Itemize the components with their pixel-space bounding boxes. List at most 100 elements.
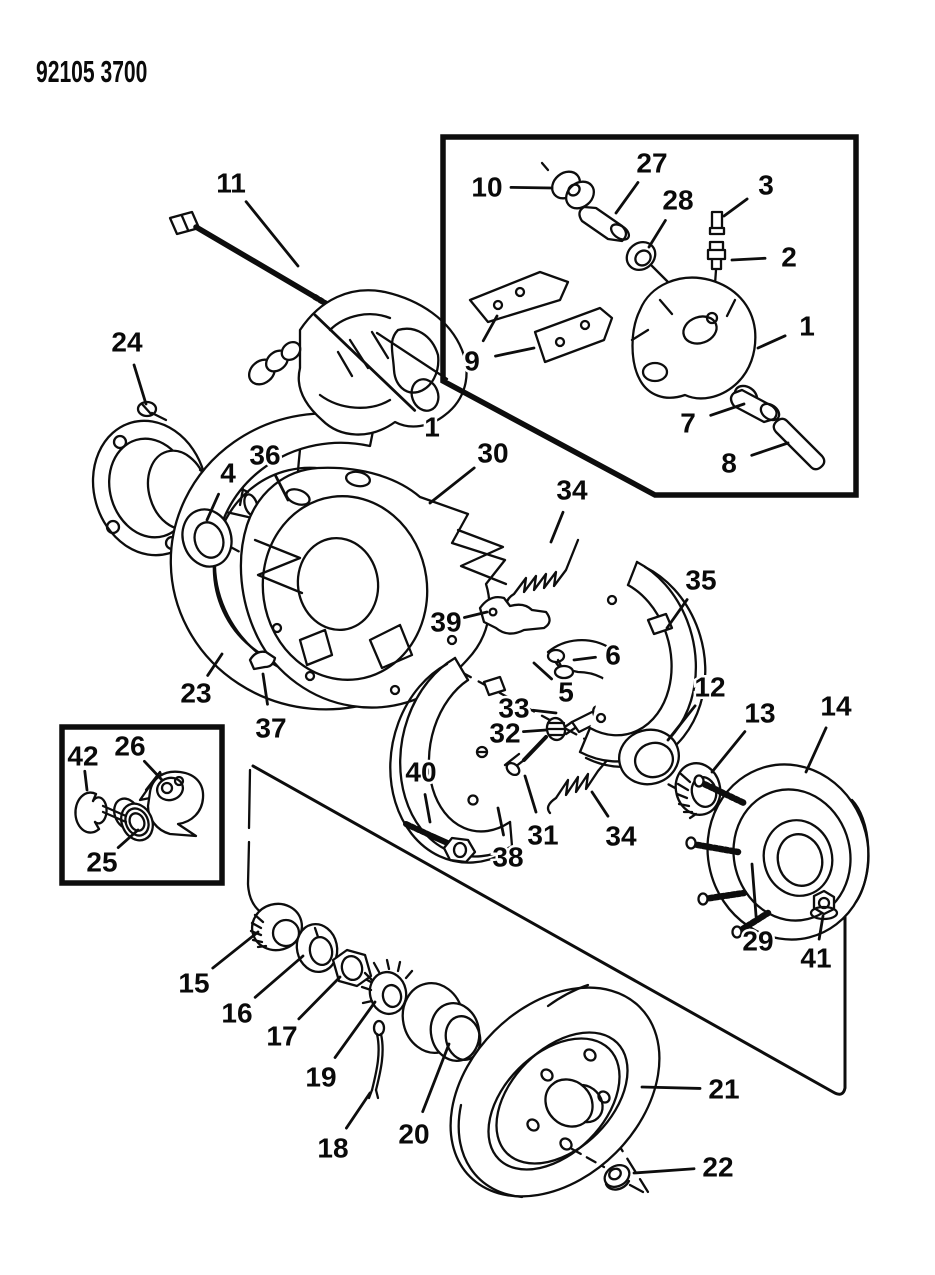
leader-line-32 (522, 728, 548, 734)
callout-23-25: 23 (180, 678, 211, 709)
leader-line-39 (463, 610, 489, 619)
callout-38-29: 38 (492, 842, 523, 873)
callout-10-3: 10 (471, 172, 502, 203)
callout-29-31: 29 (742, 926, 773, 957)
leader-line-16 (253, 954, 305, 999)
leader-line-9 (481, 314, 499, 343)
leader-line-3 (722, 197, 749, 218)
leader-line-34 (549, 510, 565, 544)
leader-line-9 (494, 346, 536, 358)
wheel-cylinder-inset (59, 724, 225, 886)
leader-line-18 (344, 1091, 372, 1130)
callout-1-2: 1 (424, 412, 440, 443)
callout-20-41: 20 (398, 1119, 429, 1150)
backing-plate-drawing (239, 466, 508, 709)
leader-line-11 (244, 200, 300, 268)
callout-17-38: 17 (266, 1021, 297, 1052)
callout-32-21: 32 (489, 718, 520, 749)
callout-41-32: 41 (800, 943, 831, 974)
leader-line-7 (709, 402, 746, 417)
callout-16-37: 16 (221, 998, 252, 1029)
leader-line-28 (647, 219, 667, 249)
callout-30-14: 30 (477, 438, 508, 469)
callout-18-40: 18 (317, 1133, 348, 1164)
callout-24-1: 24 (111, 327, 143, 358)
outer-bearing-hardware-drawing (249, 902, 482, 1100)
leader-line-10 (509, 185, 554, 190)
callout-34-15: 34 (556, 475, 588, 506)
caliper-assembly-drawing (136, 210, 468, 436)
part-number: 92105 3700 (36, 54, 148, 89)
callout-42-33: 42 (67, 741, 98, 772)
callout-35-16: 35 (685, 565, 716, 596)
callout-7-10: 7 (680, 408, 696, 439)
callout-39-17: 39 (430, 607, 461, 638)
leader-line-31 (523, 774, 538, 814)
callout-37-26: 37 (255, 713, 286, 744)
leader-line-24 (132, 363, 148, 406)
callout-5-19: 5 (558, 677, 574, 708)
callout-36-13: 36 (249, 440, 280, 471)
leader-line-25 (116, 828, 140, 849)
callout-6-18: 6 (605, 640, 621, 671)
callout-26-34: 26 (114, 731, 145, 762)
callout-14-24: 14 (820, 691, 852, 722)
leader-line-8 (750, 441, 790, 457)
leader-line-1 (756, 334, 787, 350)
leader-line-22 (632, 1167, 696, 1175)
leader-line-35 (665, 598, 689, 630)
leader-line-26 (142, 759, 164, 782)
leader-line-12 (666, 704, 697, 742)
hold-down-bolt-drawing (403, 821, 477, 864)
leader-line-14 (804, 726, 828, 774)
callout-12-22: 12 (694, 672, 725, 703)
caliper-detail-inset (440, 134, 859, 498)
callout-33-20: 33 (498, 693, 529, 724)
callout-40-27: 40 (405, 757, 436, 788)
leader-line-19 (333, 1000, 377, 1059)
callout-21-42: 21 (708, 1074, 739, 1105)
leader-line-4 (205, 492, 220, 522)
leader-line-37 (261, 672, 269, 706)
callout-9-9: 9 (464, 346, 480, 377)
leader-line-30 (428, 466, 476, 505)
leader-line-38 (496, 806, 505, 837)
hub-and-bearing-drawing (618, 728, 870, 941)
leader-line-15 (211, 930, 260, 970)
callout-31-28: 31 (527, 820, 558, 851)
leader-line-34 (590, 790, 610, 818)
leader-line-6 (572, 655, 597, 662)
leader-line-1 (313, 313, 417, 412)
callout-25-35: 25 (86, 847, 117, 878)
callout-13-23: 13 (744, 698, 775, 729)
leader-line-2 (730, 256, 767, 262)
leader-line-5 (532, 661, 553, 681)
callout-11-0: 11 (216, 168, 246, 199)
leader-line-40 (423, 793, 432, 824)
callout-2-7: 2 (781, 242, 797, 273)
callout-22-43: 22 (702, 1152, 733, 1183)
callout-28-5: 28 (662, 185, 693, 216)
leader-line-20 (421, 1042, 451, 1114)
rotor-drawing (449, 983, 661, 1199)
leader-line-33 (531, 708, 558, 715)
leader-line-29 (750, 862, 758, 919)
callout-34-30: 34 (605, 821, 637, 852)
callout-15-36: 15 (178, 968, 209, 999)
leader-line-42 (83, 769, 89, 792)
leader-line-41 (817, 914, 825, 941)
callout-27-4: 27 (636, 148, 667, 179)
leader-line-17 (297, 975, 342, 1021)
callout-3-6: 3 (758, 170, 774, 201)
leader-line-13 (710, 730, 747, 774)
leader-line-27 (614, 181, 640, 215)
leader-line-36 (273, 473, 290, 502)
callout-4-12: 4 (220, 458, 236, 489)
callout-8-11: 8 (721, 448, 737, 479)
leader-line-23 (206, 652, 224, 677)
callout-19-39: 19 (305, 1062, 336, 1093)
leader-line-21 (640, 1085, 702, 1090)
